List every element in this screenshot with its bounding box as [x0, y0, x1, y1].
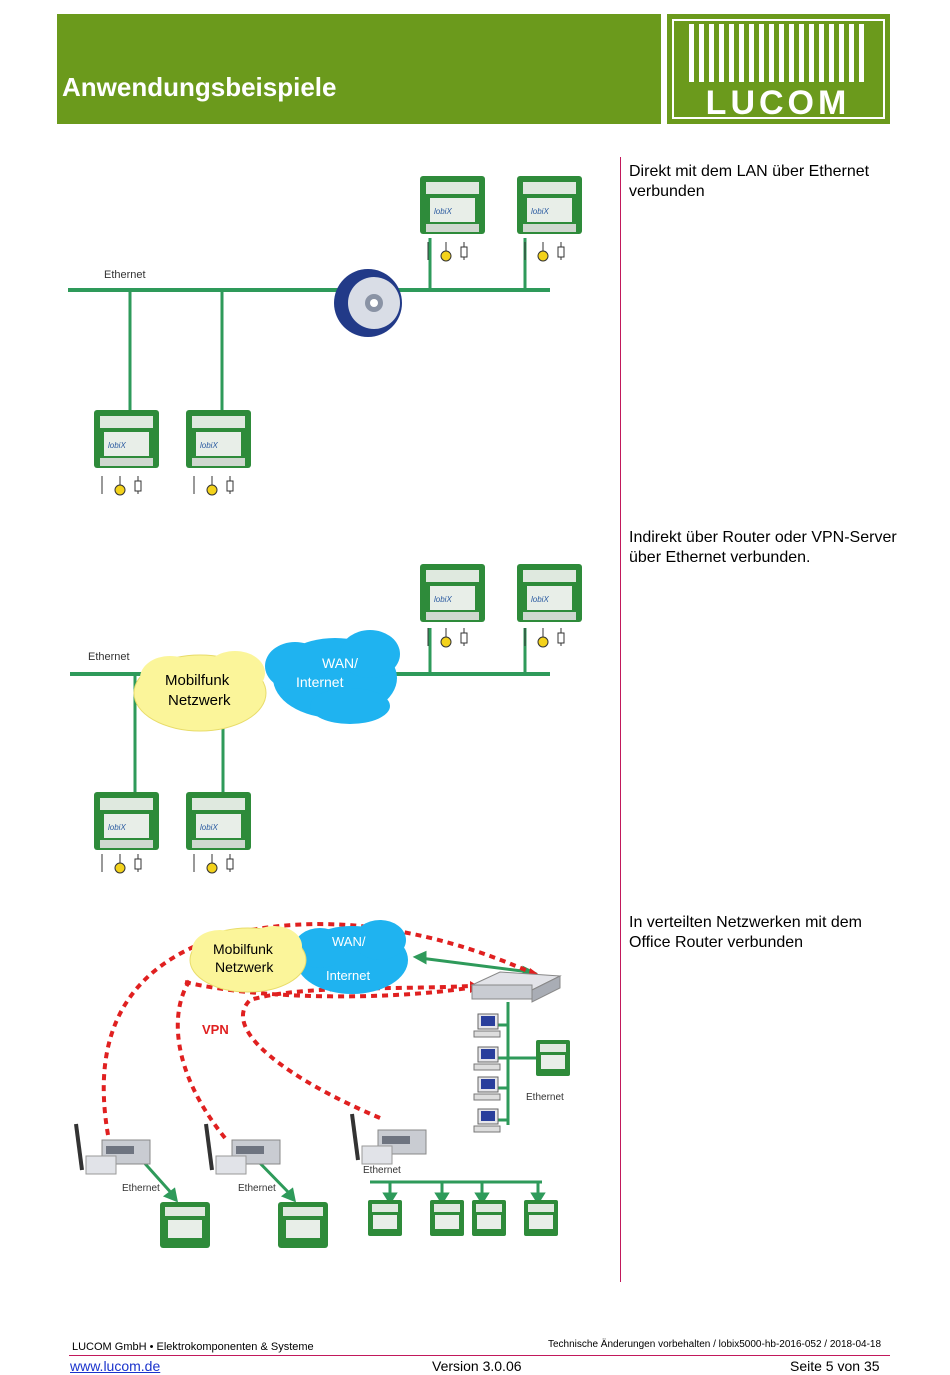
footer-version: Version 3.0.06 — [432, 1358, 522, 1374]
diagram-router-vpn: lobiX Ethernet WAN/ Internet Mobilfunk N… — [70, 564, 582, 874]
ethernet-label: Ethernet — [104, 269, 146, 281]
wan-cloud: WAN/ Internet — [294, 920, 408, 994]
diagram-office-router: WAN/ Internet Mobilfunk Netzwerk VPN Eth… — [74, 920, 570, 1248]
footer-notice: Technische Änderungen vorbehalten / lobi… — [548, 1339, 882, 1350]
mobilfunk-label-2: Netzwerk — [168, 692, 231, 709]
header-bar — [57, 14, 661, 124]
wan-label-2: Internet — [326, 968, 370, 983]
mobilfunk-label-1: Mobilfunk — [213, 941, 274, 957]
vpn-label: VPN — [202, 1022, 229, 1037]
ethernet-label-office: Ethernet — [526, 1092, 564, 1103]
office-router-icon — [470, 971, 562, 1003]
ethernet-label-2: Ethernet — [238, 1183, 276, 1194]
ethernet-label-3: Ethernet — [363, 1165, 401, 1176]
footer-divider — [69, 1355, 890, 1356]
section-2-description: Indirekt über Router oder VPN-Server übe… — [629, 529, 897, 566]
wan-label-2: Internet — [296, 674, 344, 690]
column-divider — [620, 157, 621, 1282]
website-link[interactable]: www.lucom.de — [70, 1358, 161, 1374]
wan-label-1: WAN/ — [332, 934, 366, 949]
section-3-description: In verteilten Netzwerken mit dem Office … — [629, 914, 862, 951]
footer-company: LUCOM GmbH • Elektrokomponenten & System… — [72, 1341, 314, 1353]
mobilfunk-label-1: Mobilfunk — [165, 672, 230, 689]
ethernet-label: Ethernet — [88, 651, 130, 663]
section-1-description: Direkt mit dem LAN über Ethernet verbund… — [629, 163, 870, 200]
cable-drum-icon — [334, 269, 402, 337]
mobile-cloud: Mobilfunk Netzwerk — [133, 651, 267, 732]
lucom-logo: LUCOM — [667, 14, 890, 124]
mobilfunk-label-2: Netzwerk — [215, 959, 274, 975]
footer-page-number: Seite 5 von 35 — [790, 1358, 880, 1374]
logo-text: LUCOM — [706, 84, 851, 122]
page-title: Anwendungsbeispiele — [62, 72, 337, 102]
ethernet-label-1: Ethernet — [122, 1183, 160, 1194]
wan-cloud: WAN/ Internet — [265, 630, 400, 724]
wan-label-1: WAN/ — [322, 655, 358, 671]
mobile-cloud: Mobilfunk Netzwerk — [189, 926, 307, 993]
diagram-direct-lan: lobiX Ethernet — [68, 176, 582, 496]
